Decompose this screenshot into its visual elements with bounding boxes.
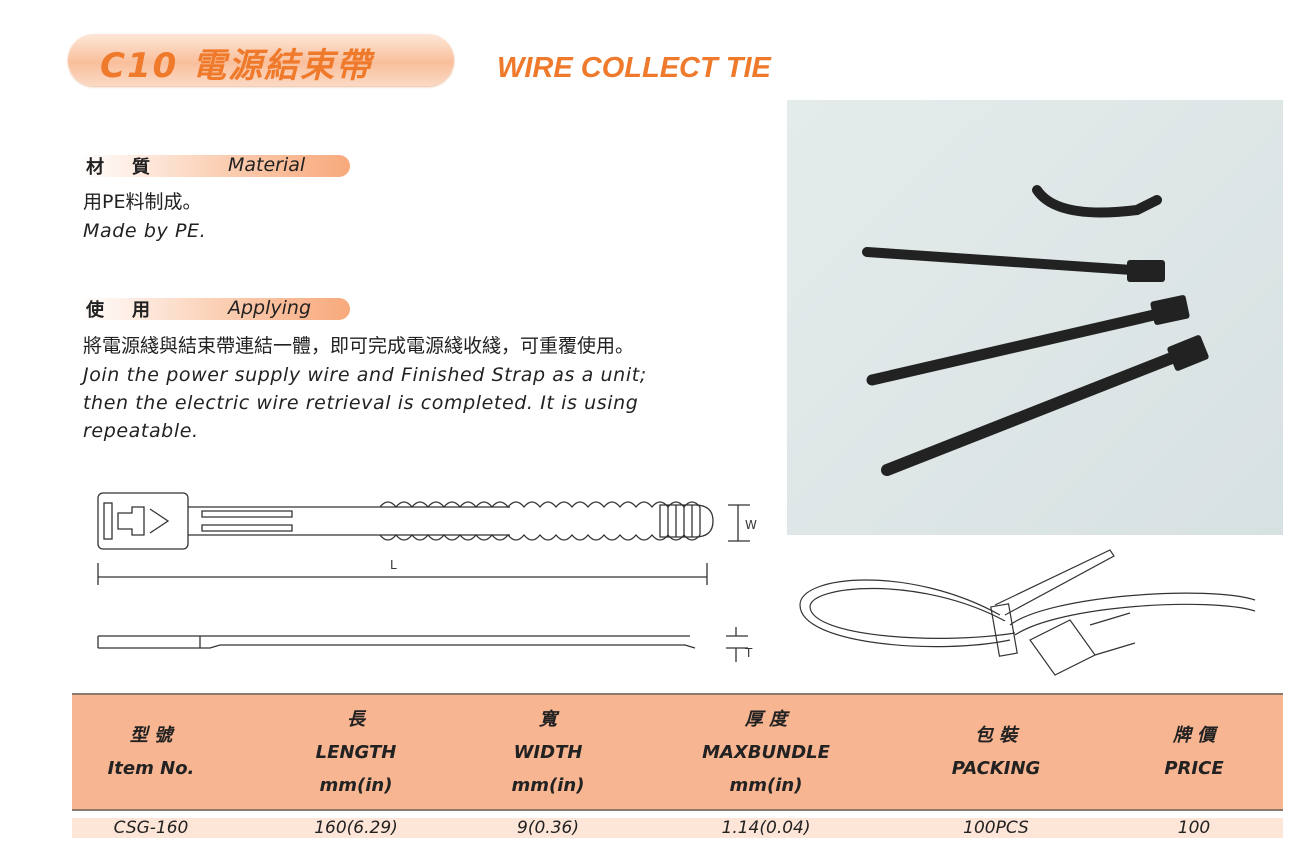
applying-label-cn: 使用 <box>86 300 178 321</box>
cell-length: 160(6.29) <box>314 818 398 838</box>
applying-text-cn: 將電源綫與結束帶連結一體，即可完成電源綫收綫，可重覆使用。 <box>83 335 635 357</box>
applying-text-en-1: Join the power supply wire and Finished … <box>83 364 647 386</box>
material-text-cn: 用PE料制成。 <box>83 191 202 213</box>
length-label: L <box>390 558 397 572</box>
header-width-cn: 寬 <box>539 708 557 730</box>
header-width: 寬 WIDTH mm(in) <box>478 695 618 809</box>
applying-label-en: Applying <box>228 297 312 319</box>
table-row: CSG-160 160(6.29) 9(0.36) 1.14(0.04) 100… <box>72 818 1283 838</box>
material-label-en: Material <box>228 154 306 176</box>
cell-maxbundle: 1.14(0.04) <box>721 818 811 838</box>
header-width-en: WIDTH <box>513 741 583 763</box>
applying-banner <box>78 298 350 320</box>
header-price-en: PRICE <box>1164 758 1224 779</box>
page-subtitle: WIRE COLLECT TIE <box>497 52 771 84</box>
header-item-no-cn: 型 號 <box>129 725 173 746</box>
header-price-cn: 牌 價 <box>1172 725 1216 746</box>
header-length-unit: mm(in) <box>319 774 393 796</box>
cell-packing: 100PCS <box>963 818 1029 838</box>
title-banner <box>68 34 454 86</box>
header-maxbundle: 厚 度 MAXBUNDLE mm(in) <box>676 695 856 809</box>
header-length-cn: 長 <box>347 708 365 730</box>
applying-text-en-3: repeatable. <box>83 420 199 442</box>
cell-price: 100 <box>1177 818 1211 838</box>
cell-item-no: CSG-160 <box>113 818 189 838</box>
material-banner <box>78 155 350 177</box>
thickness-label: T <box>744 646 753 660</box>
header-price: 牌 價 PRICE <box>1134 695 1254 809</box>
header-maxbundle-unit: mm(in) <box>729 774 803 796</box>
header-packing: 包 裝 PACKING <box>926 695 1066 809</box>
page-title: C10 電源結束帶 <box>100 46 373 86</box>
wire-ties-image <box>862 185 1209 476</box>
spec-table-header: 型 號 Item No. 長 LENGTH mm(in) 寬 WIDTH mm(in) 厚… <box>72 693 1283 811</box>
applying-text-en-2: then the electric wire retrieval is comp… <box>83 392 639 414</box>
tie-technical-drawing: W L T <box>97 492 757 662</box>
header-length: 長 LENGTH mm(in) <box>286 695 426 809</box>
material-text-en: Made by PE. <box>83 220 207 242</box>
cable-illustration <box>799 549 1256 676</box>
header-item-no: 型 號 Item No. <box>91 695 211 809</box>
material-label-cn: 材質 <box>86 157 178 178</box>
header-item-no-en: Item No. <box>107 758 195 779</box>
header-packing-en: PACKING <box>951 758 1041 779</box>
cell-width: 9(0.36) <box>517 818 579 838</box>
tie-head-outline <box>97 492 189 550</box>
header-packing-cn: 包 裝 <box>974 725 1018 746</box>
product-photo <box>787 100 1283 535</box>
header-length-en: LENGTH <box>315 741 397 763</box>
header-maxbundle-en: MAXBUNDLE <box>702 741 830 763</box>
width-label: W <box>745 518 757 532</box>
header-width-unit: mm(in) <box>511 774 585 796</box>
header-maxbundle-cn: 厚 度 <box>744 708 788 730</box>
